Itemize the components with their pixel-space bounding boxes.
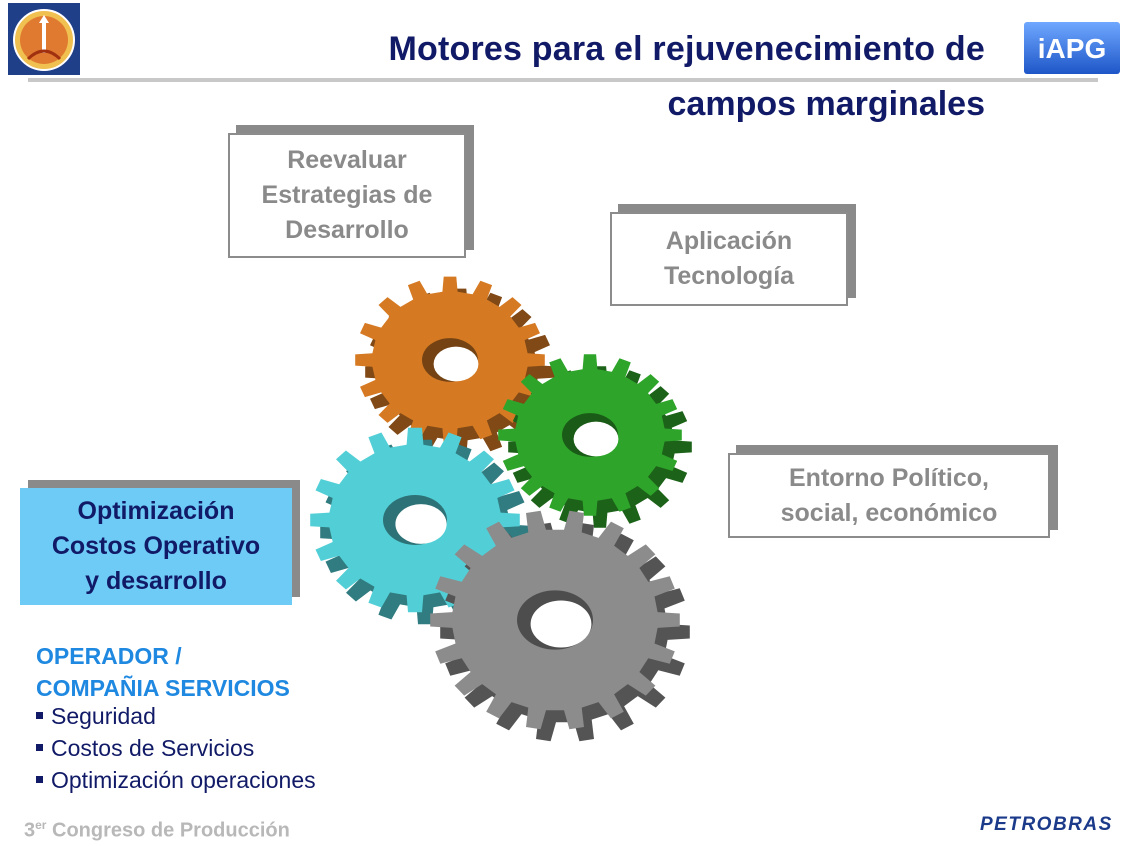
- square-bullet-icon: [36, 712, 43, 720]
- list-item: Optimización operaciones: [36, 764, 316, 796]
- box-reevaluar-estrategias: Reevaluar Estrategias de Desarrollo: [228, 133, 466, 258]
- box-entorno-politico: Entorno Político, social, económico: [728, 453, 1050, 538]
- gears-illustration: [300, 270, 720, 770]
- box-optimizacion-costos: Optimización Costos Operativo y desarrol…: [20, 488, 292, 605]
- gear-green: [498, 354, 692, 528]
- iapg-logo: iAPG: [1024, 22, 1120, 74]
- page-title-line-1: Motores para el rejuvenecimiento de: [388, 30, 985, 68]
- petrobras-logo: PETROBRAS: [980, 814, 1113, 835]
- iapg-logo-text: iAPG: [1038, 33, 1106, 64]
- square-bullet-icon: [36, 744, 43, 752]
- square-bullet-icon: [36, 776, 43, 784]
- header-divider: [28, 78, 1098, 82]
- congress-logo-icon: [8, 3, 80, 75]
- list-item: Seguridad: [36, 700, 316, 732]
- box-aplicacion-tecnologia: Aplicación Tecnología: [610, 212, 848, 306]
- operator-heading: OPERADOR / COMPAÑIA SERVICIOS: [36, 643, 290, 701]
- page-title-line-2: campos marginales: [667, 85, 985, 123]
- gear-gray: [430, 510, 690, 742]
- gear-orange: [355, 276, 555, 456]
- list-item: Costos de Servicios: [36, 732, 316, 764]
- footer-congress: 3er Congreso de Producción: [24, 818, 290, 842]
- operator-list: Seguridad Costos de Servicios Optimizaci…: [36, 700, 316, 796]
